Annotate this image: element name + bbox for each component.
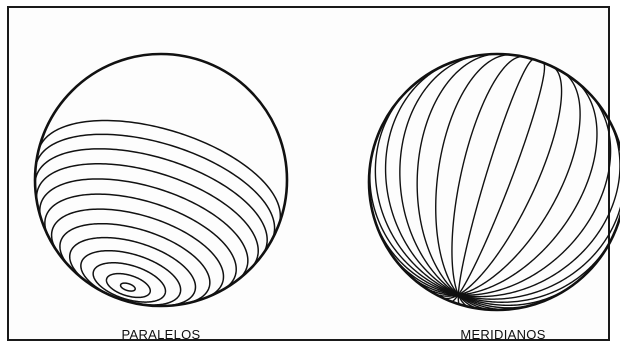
parallel-line — [70, 238, 196, 306]
caption-meridianos: MERIDIANOS — [460, 327, 545, 342]
globe-outline — [369, 54, 620, 310]
globe-parallels — [31, 44, 297, 316]
meridian-line — [370, 142, 458, 295]
globe-meridians — [367, 48, 620, 320]
meridian-line — [436, 55, 512, 295]
caption-paralelos: PARALELOS — [121, 327, 200, 342]
parallel-line — [60, 224, 210, 304]
meridian-line — [458, 115, 620, 296]
meridian-line — [458, 63, 544, 295]
meridian-line — [458, 67, 561, 295]
globe-outline — [35, 54, 287, 306]
meridian-line — [458, 59, 533, 294]
parallel-line — [121, 283, 136, 291]
parallel-line — [45, 194, 236, 290]
figure-frame: PARALELOS MERIDIANOS — [7, 6, 610, 341]
